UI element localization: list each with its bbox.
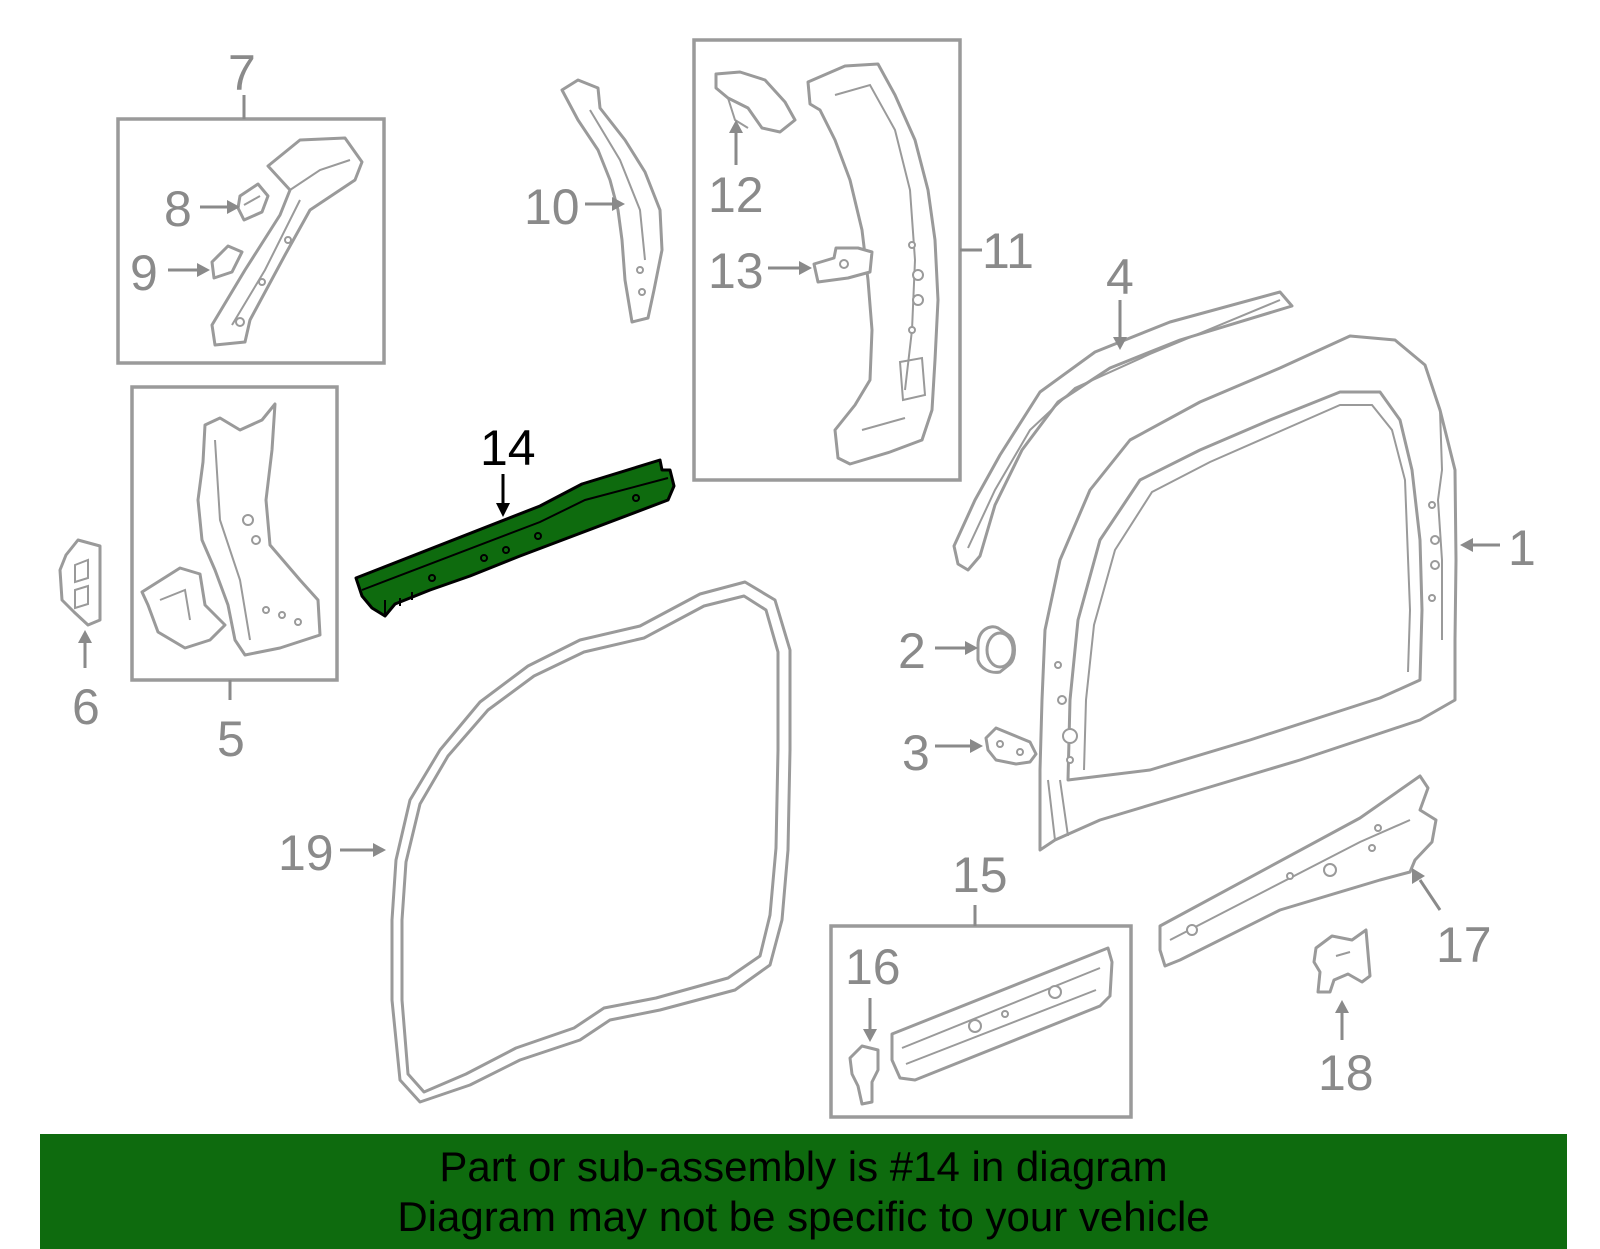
arrow-19 xyxy=(373,843,386,857)
callout-8[interactable]: 8 xyxy=(164,181,192,237)
arrow-14 xyxy=(496,503,510,517)
part-10-pillar-inner[interactable] xyxy=(560,78,664,324)
arrow-3 xyxy=(970,739,983,753)
group-box-11 xyxy=(692,38,962,482)
part-4-roof-rail[interactable] xyxy=(952,290,1294,572)
arrow-2 xyxy=(965,641,978,655)
leader-17 xyxy=(1418,879,1442,911)
part-11-b-pillar[interactable] xyxy=(806,62,940,466)
part-12-bracket[interactable] xyxy=(714,70,797,134)
part-2-plug[interactable] xyxy=(976,625,1016,674)
part-19-weatherstrip[interactable] xyxy=(390,580,792,1104)
banner-part-notice: Part or sub-assembly is #14 in diagram xyxy=(439,1142,1168,1190)
part-9-bracket[interactable] xyxy=(210,244,244,280)
part-16-bracket[interactable] xyxy=(848,1044,880,1106)
arrow-17 xyxy=(1412,868,1425,884)
callout-17[interactable]: 17 xyxy=(1436,917,1492,973)
arrow-4 xyxy=(1113,337,1127,350)
arrow-8 xyxy=(227,200,240,214)
part-15-rocker-inner[interactable] xyxy=(890,946,1114,1082)
part-13-bracket[interactable] xyxy=(812,246,874,284)
arrow-10 xyxy=(612,197,625,211)
arrow-12 xyxy=(729,120,743,133)
group-box-7 xyxy=(116,117,386,365)
info-banner: Part or sub-assembly is #14 in diagram D… xyxy=(40,1134,1567,1249)
callout-1[interactable]: 1 xyxy=(1508,520,1536,576)
part-3-bracket[interactable] xyxy=(984,726,1038,766)
callout-6[interactable]: 6 xyxy=(72,679,100,735)
callout-9[interactable]: 9 xyxy=(130,245,158,301)
callout-5[interactable]: 5 xyxy=(217,711,245,767)
arrow-6 xyxy=(78,630,92,643)
part-18-clip[interactable] xyxy=(1312,928,1372,994)
arrow-13 xyxy=(799,261,812,275)
arrow-9 xyxy=(197,263,210,277)
callout-15[interactable]: 15 xyxy=(952,847,1008,903)
callout-10[interactable]: 10 xyxy=(524,179,580,235)
callout-14[interactable]: 14 xyxy=(480,420,536,476)
arrow-18 xyxy=(1335,1000,1349,1013)
callout-12[interactable]: 12 xyxy=(708,167,764,223)
part-6-bracket[interactable] xyxy=(58,538,102,627)
callout-11[interactable]: 11 xyxy=(982,223,1034,279)
callout-4[interactable]: 4 xyxy=(1106,249,1134,305)
callout-18[interactable]: 18 xyxy=(1318,1045,1374,1101)
banner-disclaimer: Diagram may not be specific to your vehi… xyxy=(397,1192,1210,1240)
part-8-bracket[interactable] xyxy=(236,182,270,222)
part-5-gusset[interactable] xyxy=(140,566,227,650)
part-7-pillar-reinforcement[interactable] xyxy=(210,136,364,347)
part-17-reinforcement[interactable] xyxy=(1158,774,1438,968)
callout-19[interactable]: 19 xyxy=(278,825,334,881)
callout-16[interactable]: 16 xyxy=(845,939,901,995)
callout-7[interactable]: 7 xyxy=(228,45,256,101)
part-14-rocker-reinforcement[interactable] xyxy=(354,458,676,618)
group-box-15 xyxy=(829,924,1133,1119)
part-1-body-side-frame[interactable] xyxy=(1038,334,1458,852)
callout-2[interactable]: 2 xyxy=(898,623,926,679)
arrow-1 xyxy=(1460,538,1473,552)
callout-13[interactable]: 13 xyxy=(708,243,764,299)
arrow-16 xyxy=(863,1029,877,1042)
callout-3[interactable]: 3 xyxy=(902,725,930,781)
part-5-hinge-pillar[interactable] xyxy=(196,402,322,657)
group-box-5 xyxy=(130,385,339,682)
part-14-shape xyxy=(354,458,676,618)
